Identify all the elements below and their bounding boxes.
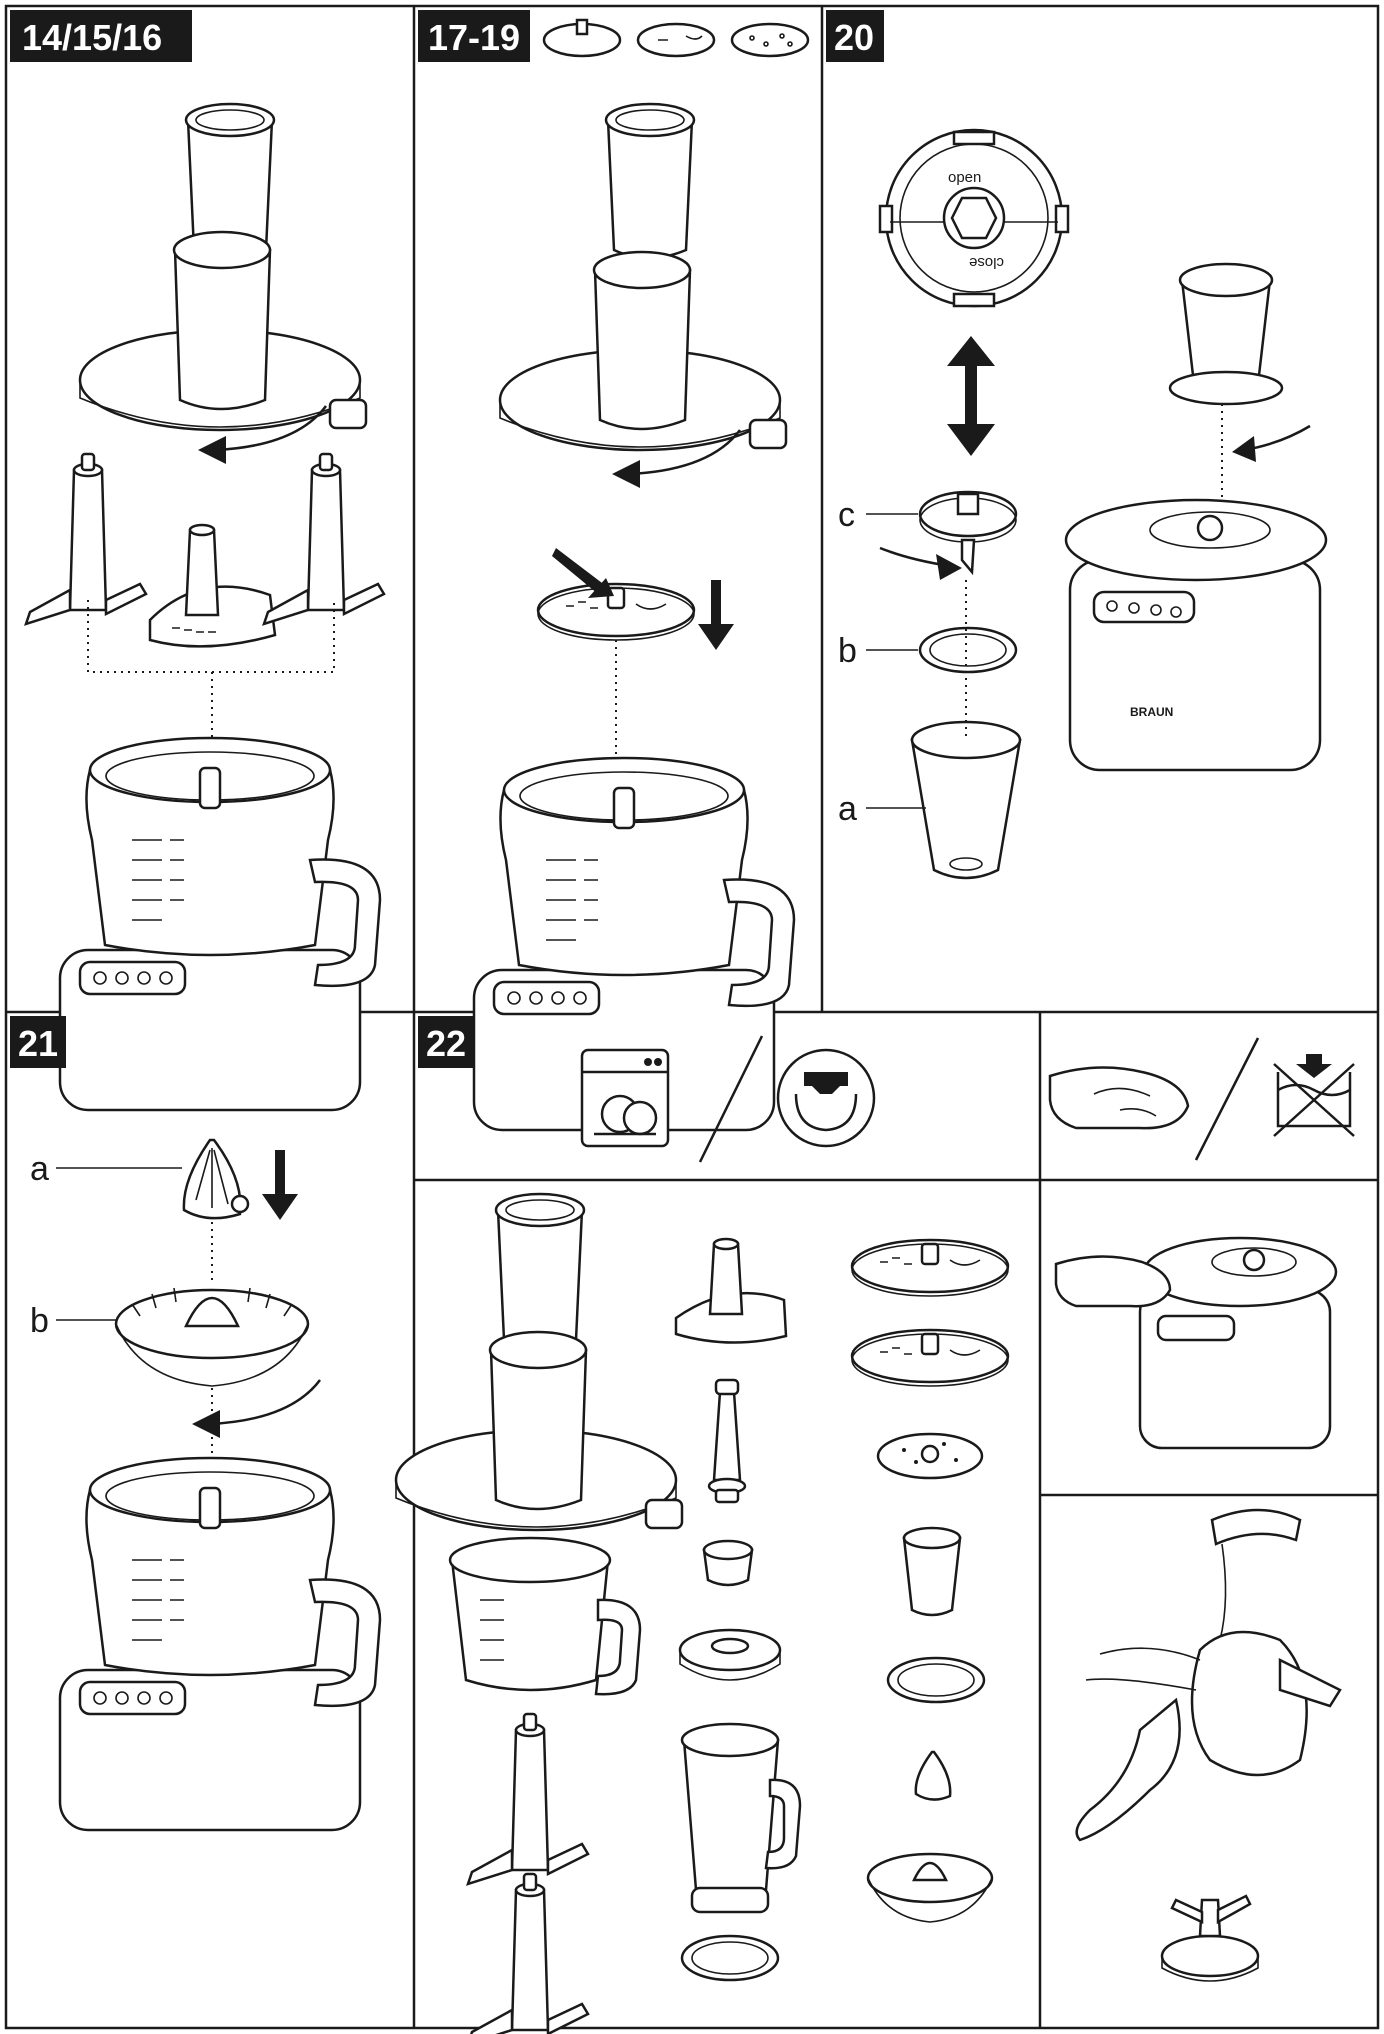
part-blade-2: [466, 1872, 590, 2034]
grinder-blade-part: [1160, 1894, 1260, 1982]
part-letter-b: b: [30, 1302, 49, 1340]
panel-grid: [4, 4, 1380, 2030]
part-letter-b: b: [838, 632, 857, 670]
panel-17-19: 17-19: [418, 10, 810, 1132]
panel-label: 17-19: [428, 17, 520, 58]
dishwasher-safe-parts: [394, 1192, 1010, 2034]
panel-label-box: [826, 10, 884, 62]
part-pusher: [494, 1192, 586, 1350]
part-seal-1: [680, 1934, 780, 1982]
part-juicer-cone: [914, 1750, 952, 1801]
up-down-arrow: [947, 336, 995, 456]
grinder-lid-top-view: open close: [878, 128, 1070, 308]
motor-base-illustration: BRAUN: [1064, 498, 1328, 772]
blade-illustration-right: [262, 452, 386, 626]
juicer-sieve-illustration: [114, 1287, 310, 1387]
lid-illustration: [78, 230, 368, 432]
blade-illustration-left: [24, 452, 148, 626]
juicer-cone-illustration: [182, 1138, 250, 1220]
panel-label-box: [10, 10, 192, 62]
brand-logo: BRAUN: [1130, 705, 1173, 719]
part-seal-2: [886, 1656, 986, 1704]
food-processor-illustration: [58, 1456, 382, 1832]
grinder-blade-illustration: [879, 490, 1018, 580]
panel-label: 22: [426, 1023, 466, 1064]
wiping-motor-base-illustration: [1054, 1236, 1338, 1450]
part-blender-jug: [680, 1722, 802, 1914]
part-letter-c: c: [838, 496, 855, 534]
part-coupling: [702, 1539, 754, 1587]
part-letter-a: a: [30, 1150, 49, 1188]
do-not-immerse-icon: [1273, 1054, 1355, 1137]
open-marking: open: [948, 169, 981, 186]
panel-14-15-16: 14/15/16: [10, 10, 386, 1112]
panel-label: 14/15/16: [22, 17, 162, 58]
part-slicing-disc: [850, 1238, 1010, 1298]
dough-tool-illustration: [148, 523, 277, 648]
part-grinder-cup: [902, 1526, 962, 1617]
slicing-disc-illustration: [536, 548, 734, 650]
panel-22: 22: [394, 1016, 1355, 2034]
part-bowl: [448, 1536, 642, 1696]
part-grinder-lid: [678, 1628, 782, 1681]
part-juicer-sieve: [866, 1852, 994, 1923]
part-drive-shaft: [707, 1378, 747, 1504]
disc-options-header: [542, 18, 810, 58]
pusher-illustration: [604, 102, 696, 260]
part-lid: [394, 1330, 684, 1532]
panel-21: 21 a b: [10, 1016, 382, 1832]
sealing-ring-illustration: [918, 626, 1018, 674]
panel-20: 20 open close c: [826, 10, 1328, 880]
panel-label-box: [418, 1016, 474, 1068]
part-grating-disc: [850, 1328, 1010, 1388]
lid-illustration: [498, 250, 788, 452]
part-shredding-disc: [876, 1432, 984, 1480]
panel-label: 21: [18, 1023, 58, 1064]
grinder-cup-illustration: [910, 720, 1022, 880]
dishwasher-icon: [580, 1048, 670, 1148]
hand-wipe-icon: [1048, 1066, 1190, 1130]
panel-label-box: [418, 10, 530, 62]
close-marking: close: [969, 254, 1004, 271]
down-arrow: [262, 1150, 298, 1220]
top-rack-dishwasher-icon: [776, 1048, 876, 1148]
panel-label-box: [10, 1016, 66, 1068]
food-processor-illustration: [58, 736, 382, 1112]
part-dough-tool: [674, 1237, 788, 1344]
part-blade-1: [466, 1712, 590, 1886]
part-letter-a: a: [838, 790, 857, 828]
hand-washing-blade-illustration: [1075, 1508, 1342, 1982]
panel-label: 20: [834, 17, 874, 58]
assembled-grinder-illustration: [1168, 262, 1311, 462]
